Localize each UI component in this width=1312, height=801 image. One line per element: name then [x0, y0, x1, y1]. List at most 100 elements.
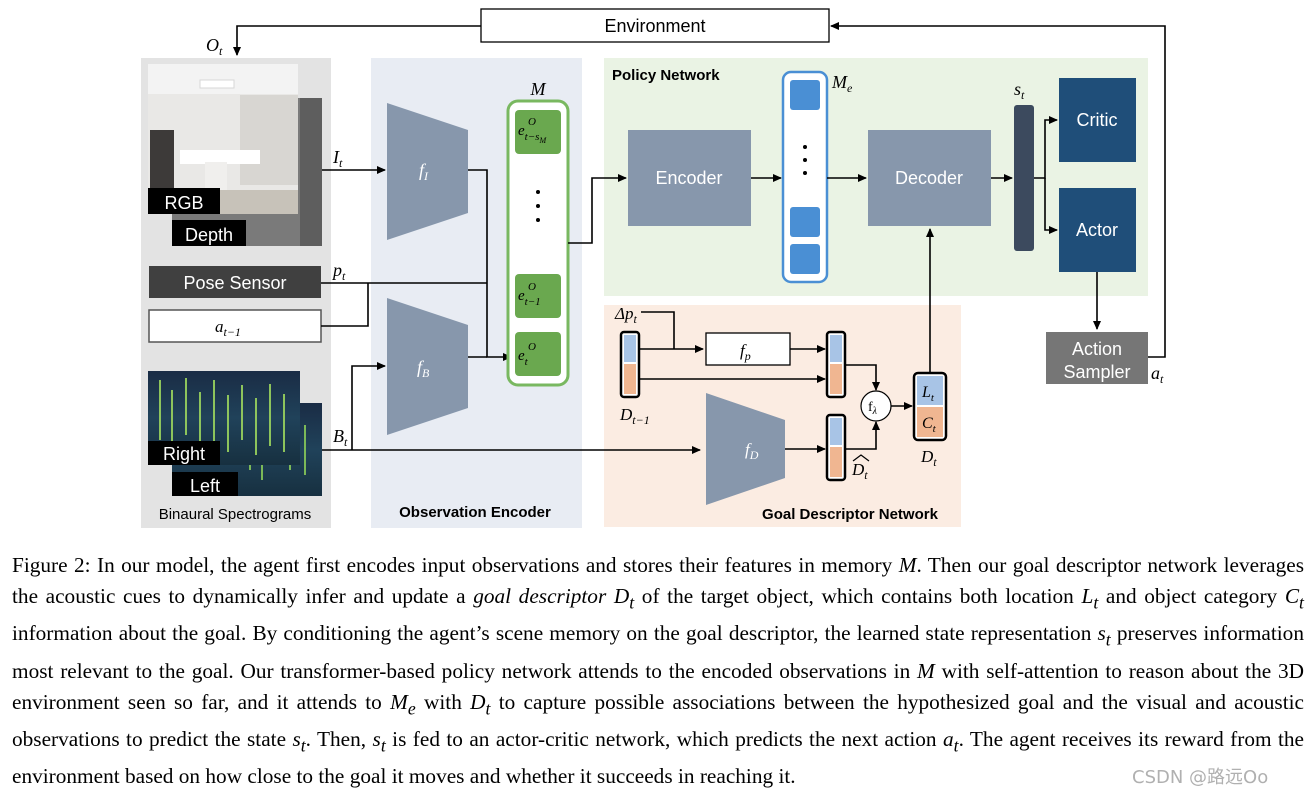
estimated-to-flambda-arrow: [845, 421, 880, 450]
memory-slot-mid-sup: O: [528, 281, 536, 293]
pose-label: pt: [331, 260, 346, 283]
memory-slot-top: [515, 110, 561, 154]
rgb-table: [180, 150, 260, 164]
pose-sensor-label: Pose Sensor: [183, 273, 286, 293]
updated-goal-loc: [830, 335, 842, 362]
memory-label: M: [530, 79, 547, 99]
caption-emphasis: goal descriptor: [473, 584, 607, 608]
caption-math: M: [898, 553, 917, 577]
caption-text: of the target object, which contains bot…: [634, 584, 1082, 608]
left-label: Left: [190, 476, 220, 496]
dt-loc: [917, 376, 943, 405]
dt-location-label: Lt: [921, 384, 935, 404]
caption-text: to capture possible associations between…: [12, 689, 1305, 751]
state-to-critic-arrow: [1034, 116, 1058, 179]
action-to-env-arrow: [830, 22, 1166, 358]
fp-label: fp: [740, 341, 751, 363]
dt-category-label: Ct: [922, 415, 937, 435]
rgb-light: [199, 79, 235, 89]
right-label: Right: [163, 444, 205, 464]
transformer-decoder: [868, 130, 991, 226]
rgb-ceiling: [148, 64, 298, 94]
model-diagram: Environment Ot Depth RGB It Pose Sensor …: [141, 8, 1166, 528]
policy-network-label: Policy Network: [612, 67, 720, 84]
caption-math: t: [380, 735, 386, 755]
caption-math: t: [1093, 592, 1099, 613]
caption-text: Figure 2: In our model, the agent first …: [12, 553, 899, 577]
observation-label: Ot: [206, 35, 223, 58]
goal-descriptor-network-label: Goal Descriptor Network: [762, 506, 939, 523]
audio-to-fb-arrow: [351, 362, 386, 450]
goal-encoder-fd: [706, 393, 785, 505]
prev-goal-descriptor-label: Dt−1: [619, 405, 650, 427]
pose-sensor-box: [149, 266, 321, 298]
estimated-goal-label: Dt: [851, 460, 868, 482]
estimated-goal-loc: [830, 418, 842, 445]
encoded-memory-ellipsis: [803, 145, 807, 175]
memory-to-encoder-arrow: [568, 174, 627, 244]
estimated-goal-hat: [852, 454, 870, 462]
action-sampler-box: [1046, 332, 1148, 384]
audio-encoder-fb: [387, 298, 468, 435]
caption-math: t: [1299, 592, 1304, 613]
encoded-memory-label: Me: [831, 72, 853, 95]
caption-math: s: [372, 726, 381, 751]
caption-math: e: [407, 697, 416, 718]
figure-caption: Figure 2: In our model, the agent first …: [12, 550, 1304, 792]
caption-math: t: [1105, 629, 1111, 650]
caption-math: t: [300, 735, 306, 755]
environment-box: [480, 8, 830, 43]
caption-math: D: [470, 689, 486, 714]
caption-math: t: [485, 697, 491, 718]
caption-text: with: [415, 689, 471, 714]
caption-text: preserves information most relevant to t…: [12, 621, 1304, 683]
delta-pose-line: [641, 311, 675, 349]
encoded-memory-slot-3: [790, 244, 820, 274]
transformer-encoder-label: Encoder: [655, 168, 722, 188]
fb-label: fB: [417, 357, 430, 380]
depth-label: Depth: [185, 225, 233, 245]
state-label: st: [1014, 79, 1025, 102]
prev-goal-loc: [624, 335, 636, 362]
actor-box: [1059, 188, 1136, 272]
caption-math: D: [613, 584, 630, 608]
prev-goal-cat: [624, 364, 636, 394]
depth-shade: [300, 98, 322, 246]
observation-encoder-label: Observation Encoder: [399, 504, 551, 521]
binaural-spectrograms-label: Binaural Spectrograms: [159, 506, 312, 523]
env-to-obs-arrow: [233, 25, 481, 56]
caption-text: and object category: [1098, 584, 1285, 608]
left-label-box: [172, 472, 238, 496]
right-label-box: [148, 441, 220, 465]
rgb-wall: [240, 95, 298, 185]
state-to-actor-arrow: [1044, 178, 1058, 234]
action-label: at: [1151, 363, 1164, 386]
critic-box: [1059, 78, 1136, 162]
memory-slot-top-label: et−sM: [518, 123, 547, 145]
image-input-label: It: [332, 147, 343, 170]
caption-text: with self-attention to reason about the …: [12, 658, 1304, 714]
image-encoder-fi: [387, 103, 468, 240]
rgb-label-box: [148, 188, 220, 214]
action-sampler-line2: Sampler: [1063, 362, 1130, 382]
updated-goal-cat: [830, 364, 842, 394]
memory-slot-top-sup: O: [528, 116, 536, 128]
transformer-encoder: [628, 130, 751, 226]
caption-math: s: [1097, 621, 1106, 646]
fi-output-line: [468, 169, 512, 361]
caption-math: L: [1081, 584, 1094, 608]
caption-math: C: [1284, 584, 1300, 608]
encoded-memory-slot-1: [790, 80, 820, 110]
memory-slot-bottom-sup: O: [528, 341, 536, 353]
updated-to-flambda-arrow: [845, 364, 880, 391]
goal-descriptor-dt-label: Dt: [920, 447, 937, 469]
caption-math: t: [629, 592, 635, 613]
memory-slot-mid-label: et−1: [518, 288, 541, 308]
caption-text: information about the goal. By condition…: [12, 621, 1098, 646]
delta-pose-label: Δpt: [614, 304, 637, 326]
caption-text: [606, 584, 614, 608]
fd-label: fD: [745, 440, 759, 462]
rgb-label: RGB: [164, 193, 203, 213]
previous-action-label: at−1: [215, 317, 241, 339]
memory-slot-bottom: [515, 332, 561, 376]
